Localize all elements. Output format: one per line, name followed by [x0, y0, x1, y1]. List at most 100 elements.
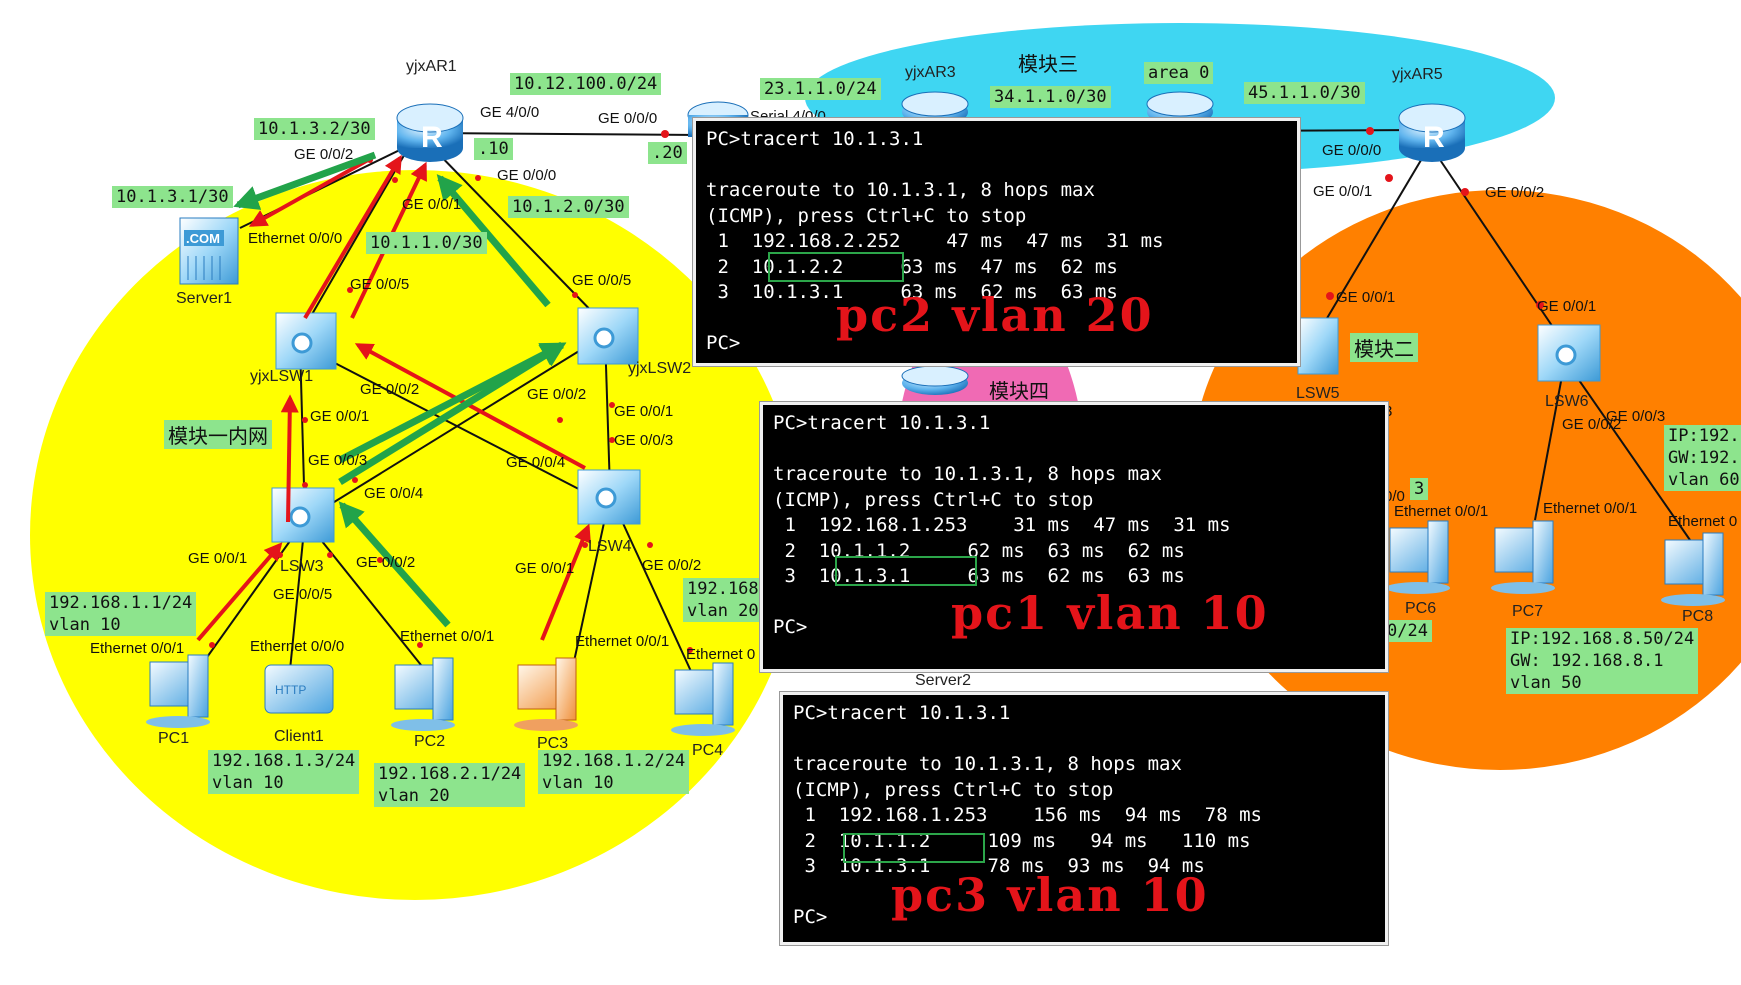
port-label: GE 0/0/2 — [360, 381, 420, 398]
net-label-34-1-1: 34.1.1.0/30 — [990, 86, 1111, 108]
highlight-hop-box — [835, 556, 977, 586]
device-name-yjxar5: yjxAR5 — [1392, 66, 1443, 83]
switch-lsw5[interactable] — [1297, 317, 1339, 375]
pc2-icon[interactable] — [391, 657, 455, 731]
terminal-line: 2 10.1.1.2 109 ms 94 ms 110 ms — [793, 829, 1251, 852]
port-label: Ethernet 0/0/0 — [250, 638, 345, 655]
terminal-line: traceroute to 10.1.3.1, 8 hops max — [773, 463, 1162, 485]
port-label: GE 0/0/1 — [1537, 298, 1597, 315]
net-label-pc8: IP:192. GW:192. vlan 60 — [1664, 425, 1741, 491]
device-name-server2: Server2 — [915, 672, 972, 689]
port-label: GE 0/0/2 — [1562, 416, 1622, 433]
device-name-pc7: PC7 — [1512, 603, 1544, 620]
port-label: GE 0/0/0 — [497, 167, 557, 184]
terminal-line: 1 192.168.2.252 47 ms 47 ms 31 ms — [706, 230, 1164, 252]
pc7-icon[interactable] — [1491, 520, 1555, 594]
terminal-line: 1 192.168.1.253 31 ms 47 ms 31 ms — [773, 514, 1231, 536]
terminal-caption: pc3 vlan 10 — [891, 868, 1209, 922]
red-trace-arrows — [196, 154, 591, 642]
terminal-line: (ICMP), press Ctrl+C to stop — [773, 488, 1094, 511]
router-yjxar1[interactable]: R — [396, 103, 464, 162]
green-arrow-pc2-lsw3 — [338, 501, 451, 628]
red-arrow-lsw1-ar1-a — [303, 154, 402, 320]
net-label-pc1: 192.168.1.1/24 vlan 10 — [45, 592, 197, 636]
pc3-icon[interactable] — [514, 657, 578, 731]
device-name-yjxar1: yjxAR1 — [406, 58, 457, 75]
device-name-yjxar3: yjxAR3 — [905, 64, 956, 81]
port-label: GE 0/0/0 — [598, 110, 658, 127]
port-label: Ethernet 0/0/1 — [1543, 500, 1638, 517]
svg-text:HTTP: HTTP — [275, 683, 306, 697]
terminal-line: traceroute to 10.1.3.1, 8 hops max — [706, 179, 1095, 201]
switch-yjxlsw2[interactable] — [577, 307, 639, 365]
terminal-caption: pc1 vlan 10 — [951, 586, 1269, 640]
device-name-pc1: PC1 — [158, 730, 190, 747]
terminal-line — [793, 727, 1375, 753]
net-label-23-1-1: 23.1.1.0/24 — [760, 78, 881, 100]
terminal-line: 2 10.1.2.2 63 ms 47 ms 62 ms — [706, 255, 1118, 278]
device-name-lsw3: LSW3 — [280, 558, 324, 575]
terminal-line — [706, 153, 1287, 179]
red-arrow-lsw4-lsw1 — [354, 343, 586, 470]
net-label-pc6: 0/24 — [1383, 620, 1432, 642]
terminal-line — [773, 437, 1375, 463]
port-label: GE 0/0/1 — [310, 408, 370, 425]
highlight-hop-box — [768, 252, 904, 282]
device-name-yjxlsw2: yjxLSW2 — [628, 360, 692, 377]
port-label: GE 0/0/0 — [1322, 142, 1382, 159]
port-label: GE 0/0/1 — [1336, 289, 1396, 306]
server1[interactable]: .COM — [179, 217, 239, 285]
pc4-icon[interactable] — [671, 662, 735, 736]
device-name-pc2: PC2 — [414, 733, 446, 750]
net-label-dot20: .20 — [648, 142, 687, 164]
terminal-pc1[interactable]: PC>tracert 10.1.3.1 traceroute to 10.1.3… — [760, 402, 1388, 672]
switch-yjxlsw1[interactable] — [275, 312, 337, 370]
terminal-pc2[interactable]: PC>tracert 10.1.3.1 traceroute to 10.1.3… — [693, 118, 1300, 366]
red-arrow-pc3-lsw4 — [540, 523, 591, 641]
port-label: GE 0/0/1 — [1313, 183, 1373, 200]
net-label-10-12-100: 10.12.100.0/24 — [510, 73, 662, 95]
terminal-line: (ICMP), press Ctrl+C to stop — [793, 778, 1114, 801]
zone-label-module2: 模块二 — [1350, 333, 1418, 362]
switch-lsw6[interactable] — [1537, 324, 1601, 382]
device-name-lsw4: LSW4 — [588, 538, 632, 555]
port-label: GE 0/0/3 — [1606, 408, 1666, 425]
port-label: GE 0/0/2 — [356, 554, 416, 571]
router-module4[interactable] — [901, 365, 969, 395]
switch-lsw4[interactable] — [577, 469, 641, 525]
port-label: GE 0/0/1 — [402, 196, 462, 213]
port-label: GE 0/0/2 — [527, 386, 587, 403]
port-label: 0/0 — [1384, 488, 1405, 505]
svg-text:.COM: .COM — [186, 231, 220, 246]
port-label: GE 0/0/2 — [642, 557, 702, 574]
port-label: GE 0/0/3 — [308, 452, 368, 469]
port-label: Ethernet 0/0/1 — [400, 628, 495, 645]
terminal-line: PC>tracert 10.1.3.1 — [706, 128, 924, 150]
port-label: GE 0/0/2 — [294, 146, 354, 163]
net-label-dot10: .10 — [474, 138, 513, 160]
net-label-10-1-3-1: 10.1.3.1/30 — [112, 186, 233, 208]
device-name-lsw5: LSW5 — [1296, 385, 1340, 402]
switch-lsw3[interactable] — [271, 487, 335, 543]
device-name-pc8: PC8 — [1682, 608, 1714, 625]
pc1-icon[interactable] — [146, 654, 210, 728]
terminal-pc3[interactable]: PC>tracert 10.1.3.1 traceroute to 10.1.3… — [780, 692, 1388, 945]
net-label-10-1-3-2: 10.1.3.2/30 — [254, 118, 375, 140]
red-arrow-lsw3-lsw1 — [280, 394, 299, 523]
red-arrow-pc1-lsw3 — [196, 542, 283, 642]
net-label-pc2: 192.168.2.1/24 vlan 20 — [374, 763, 526, 807]
port-label: GE 0/0/1 — [614, 403, 674, 420]
pc6-icon[interactable] — [1386, 520, 1450, 594]
terminal-line: 3 10.1.3.1 63 ms 62 ms 63 ms — [706, 281, 1118, 303]
client1-icon[interactable]: HTTP — [264, 664, 334, 714]
terminal-line: PC> — [793, 906, 828, 928]
port-label: Ethernet 0 — [1668, 513, 1738, 530]
router-yjxar5[interactable]: R — [1398, 103, 1466, 162]
net-label-lsw5-port: 3 — [1410, 478, 1429, 500]
port-label: GE 0/0/2 — [1485, 184, 1545, 201]
port-label: GE 0/0/5 — [572, 272, 632, 289]
port-label: Ethernet 0 — [686, 646, 756, 663]
port-label: Ethernet 0/0/1 — [90, 640, 185, 657]
pc8-icon[interactable] — [1661, 532, 1725, 606]
net-label-area0: area 0 — [1144, 62, 1214, 84]
